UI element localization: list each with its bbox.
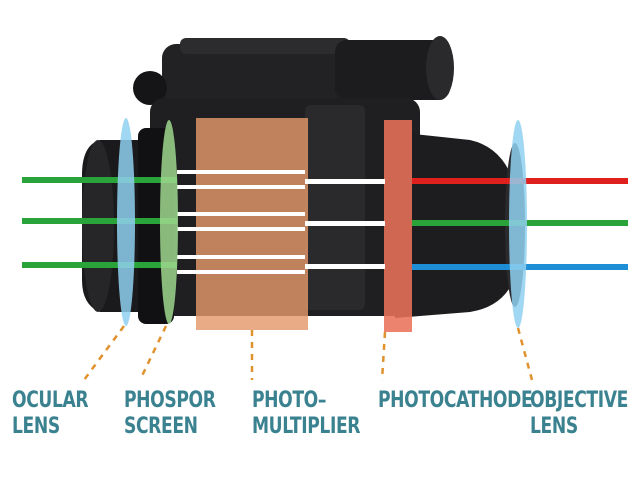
leader-objective [516, 327, 534, 381]
label-ocular-lens: OCULAR LENS [12, 388, 89, 440]
label-phosphor-line2: SCREEN [124, 414, 198, 439]
label-ocular-line1: OCULAR [12, 388, 89, 413]
label-objective-line1: OBJECTIVE [530, 388, 628, 413]
side-knob [133, 71, 167, 105]
label-photomultiplier-line1: PHOTO– [252, 388, 327, 413]
beam-white-7 [305, 179, 385, 184]
objective-lens-shape [509, 120, 527, 328]
label-photomultiplier-line2: MULTIPLIER [252, 414, 361, 439]
label-photocathode-line1: PHOTOCATHODE [378, 388, 533, 413]
beam-green-left-1 [22, 177, 177, 183]
label-phosphor-line1: PHOSPOR [124, 388, 216, 413]
photomultiplier-overlay [196, 118, 308, 330]
label-ocular-line2: LENS [12, 414, 60, 439]
label-photomultiplier: PHOTO– MULTIPLIER [252, 388, 361, 440]
label-objective-line2: LENS [530, 414, 578, 439]
label-phosphor-screen: PHOSPOR SCREEN [124, 388, 216, 440]
beam-white-2 [177, 185, 305, 189]
beam-white-4 [177, 227, 305, 231]
beam-white-3 [177, 212, 305, 216]
leader-photocathode [380, 331, 387, 381]
leader-lines [82, 325, 534, 381]
eyecup-rim [426, 36, 454, 100]
photocathode-overlay [384, 120, 412, 332]
leader-ocular [82, 325, 126, 381]
beam-white-1 [177, 170, 305, 174]
phosphor-screen-shape [160, 120, 178, 324]
beam-white-9 [305, 264, 385, 269]
beam-green-left-2 [22, 218, 177, 224]
label-photocathode: PHOTOCATHODE [378, 388, 533, 414]
ocular-lens-shape [117, 118, 135, 326]
eyecup-barrel [335, 40, 450, 100]
body-panel [305, 105, 365, 310]
beam-white-5 [177, 255, 305, 259]
beam-white-6 [177, 270, 305, 274]
rear-rim [82, 140, 114, 312]
leader-phosphor [138, 325, 168, 381]
top-ridge [180, 38, 350, 54]
beam-green-left-3 [22, 262, 177, 268]
beam-white-8 [305, 221, 385, 226]
label-objective-lens: OBJECTIVE LENS [530, 388, 628, 440]
